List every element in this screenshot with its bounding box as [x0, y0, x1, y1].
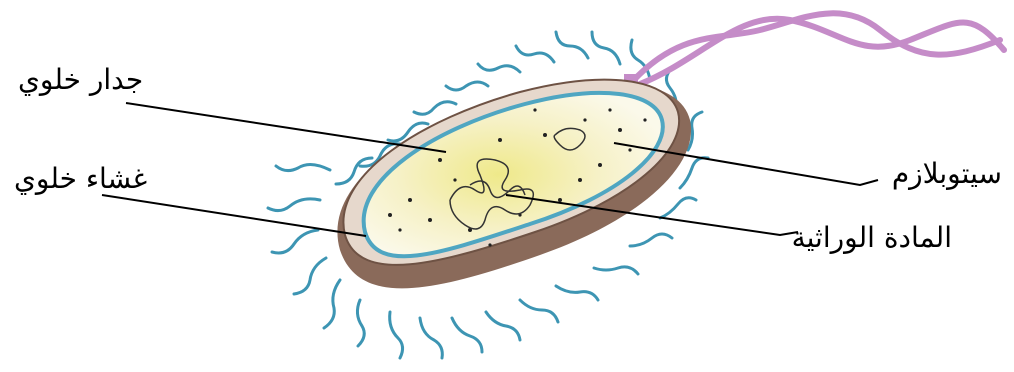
cell-wall-leader [126, 103, 446, 152]
cell-membrane-label: غشاء خلوي [14, 165, 147, 193]
cytoplasm-label: سيتوبلازم [892, 160, 1002, 188]
cell-wall-label: جدار خلوي [18, 66, 143, 94]
cell-membrane-leader [102, 195, 366, 236]
genetic-material-label: المادة الوراثية [792, 224, 952, 252]
flagellum-icon [624, 13, 1004, 84]
cell-body [337, 80, 691, 289]
